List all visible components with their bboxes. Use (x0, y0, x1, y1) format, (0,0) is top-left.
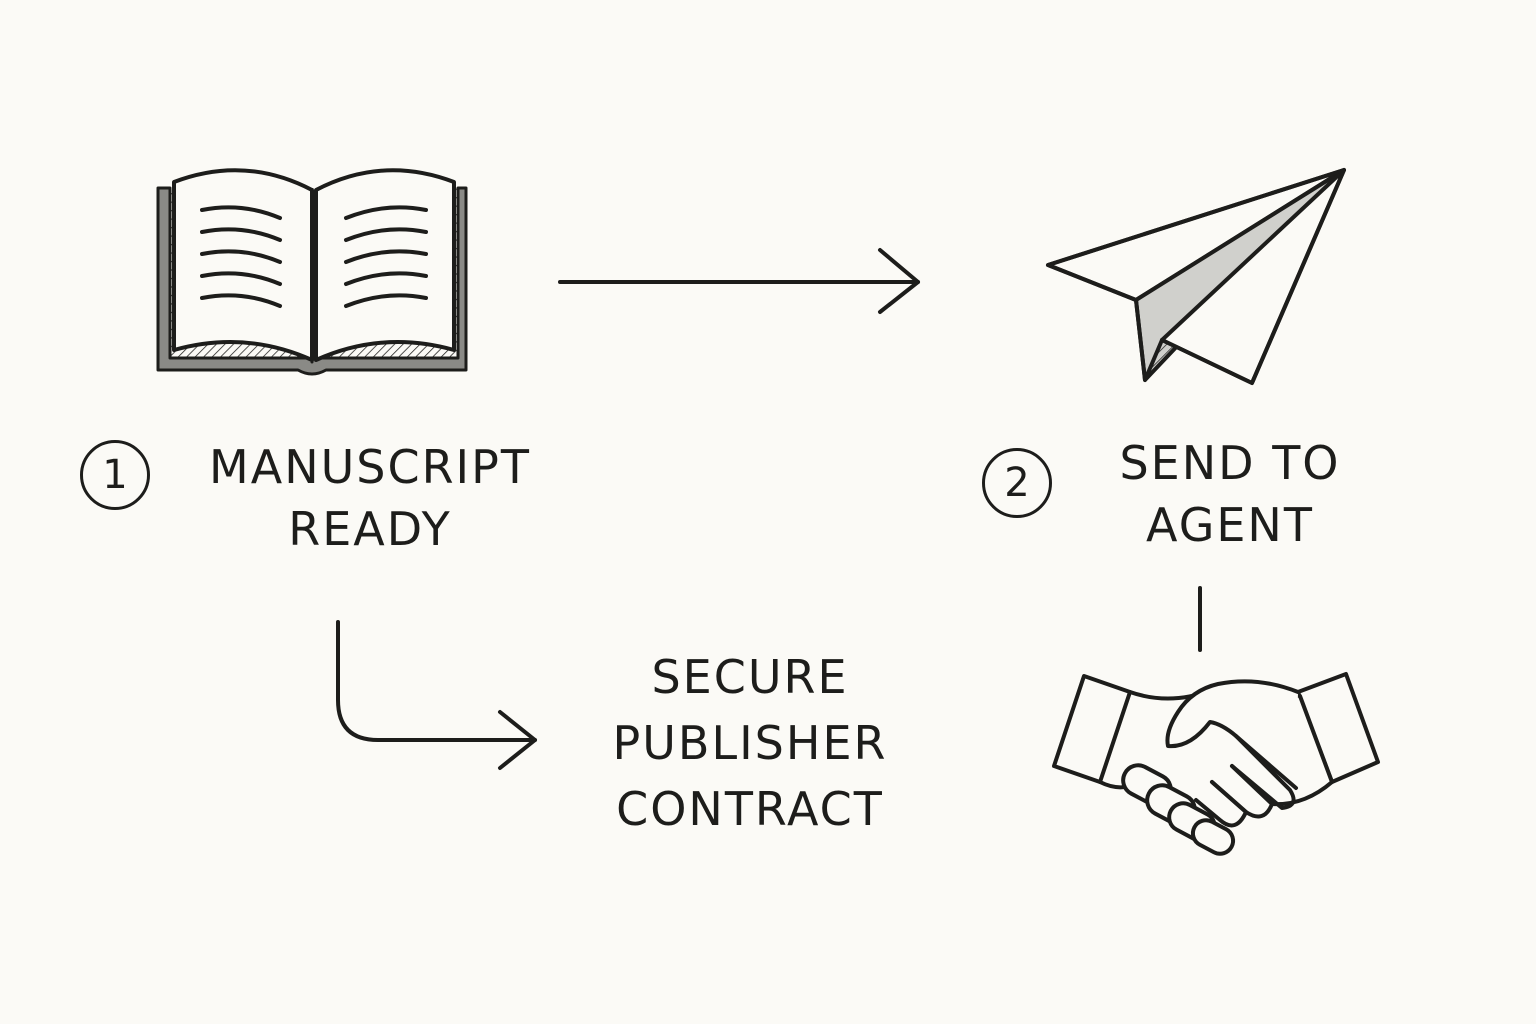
step-number-badge: 2 (982, 448, 1052, 518)
step-label-line: MANUSCRIPT (209, 440, 531, 494)
step-label-line: AGENT (1146, 498, 1314, 552)
paper-plane-icon (1046, 168, 1346, 385)
arrow-to-agent (558, 248, 920, 314)
outcome-label-line: CONTRACT (616, 782, 884, 836)
outcome-label-secure-publisher-contract: SECURE PUBLISHER CONTRACT (580, 644, 920, 842)
open-book-icon (156, 168, 468, 376)
outcome-label-line: PUBLISHER (612, 716, 888, 770)
step-number-badge: 1 (80, 440, 150, 510)
step-label-line: SEND TO (1119, 436, 1341, 490)
step-label-send-to-agent: SEND TO AGENT (1090, 432, 1370, 556)
handshake-icon (1052, 672, 1380, 856)
step-label-manuscript-ready: MANUSCRIPT READY (180, 436, 560, 560)
arrow-to-contract (336, 620, 537, 770)
outcome-label-line: SECURE (651, 650, 849, 704)
step-label-line: READY (288, 502, 452, 556)
